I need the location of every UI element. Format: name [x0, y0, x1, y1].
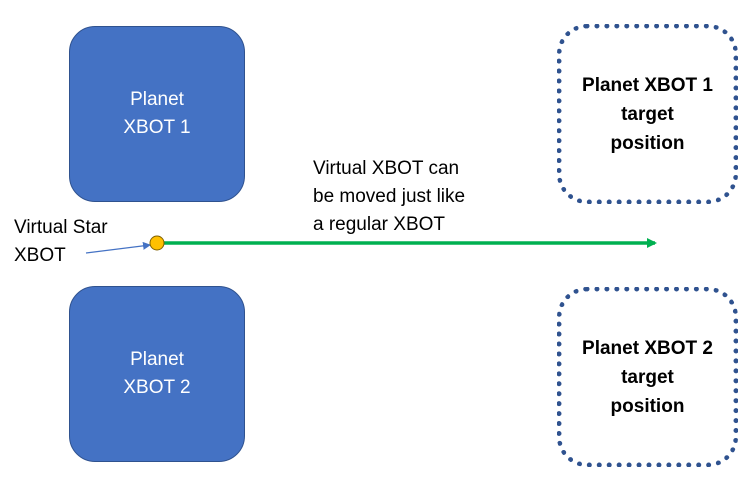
virtual-star-xbot-dot: [149, 235, 165, 251]
virtual-xbot-note-line2: be moved just like: [313, 186, 466, 207]
planet-xbot-2-label-line2: XBOT 2: [123, 377, 191, 398]
virtual-xbot-note-line3: a regular XBOT: [313, 214, 445, 235]
target-position-2-box: Planet XBOT 2 target position: [557, 287, 738, 467]
virtual-xbot-note: Virtual XBOT can be moved just like a re…: [313, 155, 465, 239]
planet-xbot-2-box: Planet XBOT 2: [69, 286, 245, 462]
target-1-label-line3: position: [610, 132, 685, 154]
target-2-label-line1: Planet XBOT 2: [582, 337, 713, 359]
target-2-label-line2: target: [621, 366, 674, 388]
planet-xbot-1-label-line1: Planet: [130, 89, 184, 110]
target-position-1-box: Planet XBOT 1 target position: [557, 24, 738, 204]
virtual-star-label-line1: Virtual Star: [14, 217, 108, 238]
target-1-label-line2: target: [621, 103, 674, 125]
virtual-star-label-line2: XBOT: [14, 245, 66, 266]
target-2-label-line3: position: [610, 395, 685, 417]
planet-xbot-2-label-line1: Planet: [130, 349, 184, 370]
star-pointer-arrow: [85, 241, 151, 254]
virtual-star-label: Virtual Star XBOT: [14, 214, 108, 270]
planet-xbot-1-box: Planet XBOT 1: [69, 26, 245, 202]
planet-xbot-1-label-line2: XBOT 1: [123, 117, 191, 138]
virtual-xbot-note-line1: Virtual XBOT can: [313, 158, 460, 179]
target-1-label-line1: Planet XBOT 1: [582, 74, 713, 96]
